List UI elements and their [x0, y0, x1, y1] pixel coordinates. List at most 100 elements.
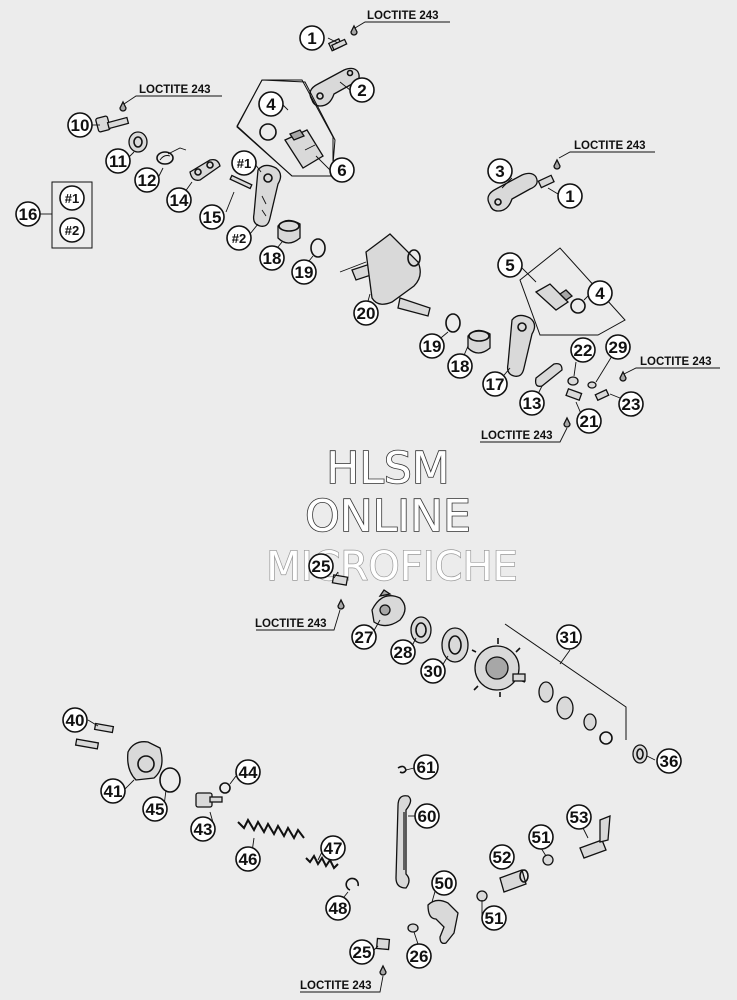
screw-21	[565, 387, 583, 401]
callout-6: 6	[329, 157, 355, 183]
lever-3	[487, 172, 538, 212]
callout-51-upper: 51	[528, 824, 554, 850]
loctite-label-21: LOCTITE 243	[481, 430, 553, 442]
valve-6	[284, 129, 324, 169]
svg-text:20: 20	[357, 304, 376, 323]
callout-43: 43	[190, 816, 216, 842]
screw-25-bottom	[375, 937, 391, 951]
callout-18-bottom: 18	[447, 353, 473, 379]
washer-31a	[538, 681, 554, 703]
washer-51a	[476, 890, 488, 902]
svg-text:#2: #2	[232, 231, 246, 246]
svg-text:52: 52	[493, 848, 512, 867]
callout-29: 29	[605, 334, 631, 360]
lower-assembly-parts	[74, 722, 611, 976]
svg-text:41: 41	[104, 782, 123, 801]
callout-45: 45	[142, 796, 168, 822]
svg-text:60: 60	[418, 807, 437, 826]
svg-text:23: 23	[622, 395, 641, 414]
callout-23: 23	[618, 391, 644, 417]
loctite-drop-1	[350, 24, 358, 36]
callout-25-top: 25	[308, 553, 334, 579]
callout-53: 53	[566, 804, 592, 830]
loctite-label-25b: LOCTITE 243	[300, 980, 372, 992]
callout-1-top: 1	[299, 25, 325, 51]
regulator-43	[195, 792, 223, 808]
svg-text:30: 30	[424, 662, 443, 681]
rod-60	[395, 795, 412, 889]
callout-21: 21	[576, 408, 602, 434]
o-ring-4-right	[570, 298, 586, 314]
callout-48: 48	[325, 895, 351, 921]
screw-1-right	[537, 174, 555, 189]
callout-31: 31	[556, 624, 582, 650]
bracket-31	[504, 623, 627, 740]
upper-assembly-parts	[40, 24, 627, 428]
seal-36	[632, 744, 648, 764]
fork-50	[427, 899, 459, 945]
svg-text:3: 3	[495, 162, 504, 181]
svg-text:21: 21	[580, 412, 599, 431]
callout-16-variant-1: #1	[59, 185, 85, 211]
callout-60: 60	[414, 803, 440, 829]
screw-23	[594, 388, 610, 402]
svg-text:45: 45	[146, 800, 165, 819]
washer-51b	[542, 854, 554, 866]
svg-text:29: 29	[609, 338, 628, 357]
svg-text:4: 4	[595, 284, 605, 303]
svg-text:17: 17	[486, 375, 505, 394]
svg-text:51: 51	[532, 828, 551, 847]
clip-48	[345, 877, 359, 891]
loctite-label-23: LOCTITE 243	[640, 356, 712, 368]
shaft-20	[339, 233, 431, 317]
o-ring-19-top	[310, 238, 326, 258]
svg-text:48: 48	[329, 899, 348, 918]
spring-clip-12	[156, 147, 187, 165]
callout-3: 3	[487, 158, 513, 184]
callout-52: 52	[489, 844, 515, 870]
o-ring-4-top	[259, 123, 277, 141]
screw-40a	[93, 722, 115, 734]
washer-31c	[583, 713, 597, 731]
svg-text:16: 16	[19, 205, 38, 224]
callout-4-top: 4	[258, 91, 284, 117]
callout-14: 14	[166, 187, 192, 213]
svg-text:#2: #2	[65, 223, 79, 238]
callout-22: 22	[570, 337, 596, 363]
svg-text:26: 26	[410, 947, 429, 966]
svg-text:1: 1	[307, 29, 316, 48]
callout-4-right: 4	[587, 280, 613, 306]
svg-text:53: 53	[570, 808, 589, 827]
svg-text:11: 11	[109, 152, 127, 171]
svg-text:13: 13	[523, 394, 542, 413]
loctite-drop-10	[119, 100, 127, 112]
callout-19-top: 19	[291, 259, 317, 285]
lever-variant	[252, 164, 282, 227]
svg-text:18: 18	[451, 357, 470, 376]
callout-51-lower: 51	[481, 905, 507, 931]
impeller-27	[371, 589, 406, 627]
svg-text:47: 47	[324, 839, 343, 858]
svg-text:19: 19	[295, 263, 314, 282]
watermark: HLSM ONLINE MICROFICHE	[265, 442, 518, 591]
callout-18-top: 18	[259, 245, 285, 271]
loctite-drop-1b	[553, 158, 561, 170]
svg-text:22: 22	[574, 341, 593, 360]
callout-30: 30	[420, 658, 446, 684]
callout-17: 17	[482, 371, 508, 397]
svg-text:27: 27	[355, 628, 374, 647]
svg-text:50: 50	[435, 874, 454, 893]
svg-text:31: 31	[560, 628, 579, 647]
lever-2-hole	[316, 92, 324, 100]
callout-25-bottom: 25	[349, 939, 375, 965]
loctite-label-1: LOCTITE 243	[367, 10, 439, 22]
lever-2-pin	[346, 69, 354, 77]
bushing-52	[499, 869, 529, 893]
cover-41	[127, 741, 163, 781]
svg-text:36: 36	[660, 752, 679, 771]
screw-10	[95, 115, 130, 133]
callout-12: 12	[134, 167, 160, 193]
loctite-drop-21	[563, 416, 571, 428]
callout-bubbles: 1 2 4 6 10 11 12 14 15 #1 #2 16 #1 #2 3 …	[15, 25, 682, 969]
